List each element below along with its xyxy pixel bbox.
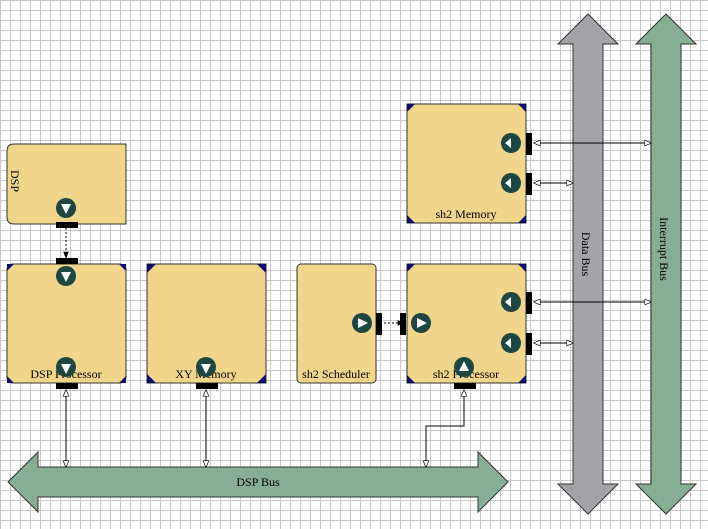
corner-marker xyxy=(7,264,14,271)
port-arrow xyxy=(358,318,368,328)
port-arrow xyxy=(61,204,71,214)
block-dsp[interactable]: DSP xyxy=(6,143,127,225)
data-bus-label: Data Bus xyxy=(579,232,593,277)
corner-marker xyxy=(147,374,156,383)
block-dsp-processor[interactable]: DSP Processor xyxy=(6,263,127,384)
port-bar xyxy=(526,133,532,155)
port-sh2-memory-data[interactable] xyxy=(501,173,532,195)
corner-marker xyxy=(518,264,526,272)
port-arrow xyxy=(505,178,511,188)
corner-marker xyxy=(407,375,415,383)
port-bar xyxy=(376,313,382,335)
port-dsp-processor-bus[interactable] xyxy=(56,357,78,389)
port-arrow xyxy=(61,272,71,282)
block-dsp-label: DSP xyxy=(8,170,22,192)
port-sh2-processor-data[interactable] xyxy=(501,333,532,355)
port-bar xyxy=(56,258,78,264)
block-corner-markers xyxy=(7,104,526,383)
corner-marker xyxy=(119,264,126,271)
port-arrow xyxy=(417,318,427,328)
port-bar xyxy=(526,333,532,355)
corner-marker xyxy=(518,104,526,112)
corner-marker xyxy=(257,264,266,273)
data-bus[interactable]: Data Bus xyxy=(556,13,620,515)
port-bar xyxy=(196,383,218,389)
corner-marker xyxy=(147,264,156,273)
port-dsp-processor-in[interactable] xyxy=(56,258,78,286)
corner-marker xyxy=(119,376,126,383)
connectors xyxy=(66,143,651,467)
corner-marker xyxy=(407,215,415,223)
port-arrow xyxy=(505,297,511,307)
interrupt-bus[interactable]: Interrupt Bus xyxy=(634,13,698,515)
corner-marker xyxy=(257,374,266,383)
corner-marker xyxy=(407,264,415,272)
port-arrow xyxy=(459,361,469,371)
corner-marker xyxy=(518,375,526,383)
block-dsp-shape[interactable] xyxy=(6,143,127,225)
interrupt-bus-shape[interactable] xyxy=(634,13,698,515)
port-sh2-memory-interrupt[interactable] xyxy=(501,133,532,155)
port-bar xyxy=(400,313,406,335)
interrupt-bus-label: Interrupt Bus xyxy=(657,217,671,281)
port-sh2-processor-interrupt[interactable] xyxy=(501,292,532,314)
corner-marker xyxy=(518,215,526,223)
port-bar xyxy=(526,173,532,195)
dsp-bus-label: DSP Bus xyxy=(236,475,280,489)
dsp-bus[interactable]: DSP Bus xyxy=(7,450,509,514)
port-arrow xyxy=(505,138,511,148)
port-sh2-scheduler-out[interactable] xyxy=(352,313,382,335)
connector-sh2-processor-to-dsp-bus[interactable] xyxy=(426,390,464,467)
port-dsp-out[interactable] xyxy=(56,198,78,228)
port-sh2-processor-in[interactable] xyxy=(400,313,431,335)
block-sh2-memory-label: sh2 Memory xyxy=(436,207,497,221)
port-bar xyxy=(454,383,476,389)
block-sh2-memory-shape[interactable] xyxy=(406,103,527,224)
port-arrow xyxy=(61,364,71,374)
port-xy-memory-bus[interactable] xyxy=(196,357,218,389)
port-sh2-processor-bus[interactable] xyxy=(454,357,476,389)
block-sh2-scheduler-label: sh2 Scheduler xyxy=(302,367,370,381)
port-arrow xyxy=(505,338,511,348)
port-arrow xyxy=(201,364,211,374)
port-bar xyxy=(526,292,532,314)
port-bar xyxy=(56,383,78,389)
corner-marker xyxy=(407,104,415,112)
block-sh2-memory[interactable]: sh2 Memory xyxy=(406,103,527,224)
port-bar xyxy=(56,222,78,228)
corner-marker xyxy=(7,376,14,383)
dsp-bus-shape[interactable] xyxy=(7,450,509,514)
data-bus-shape[interactable] xyxy=(556,13,620,515)
